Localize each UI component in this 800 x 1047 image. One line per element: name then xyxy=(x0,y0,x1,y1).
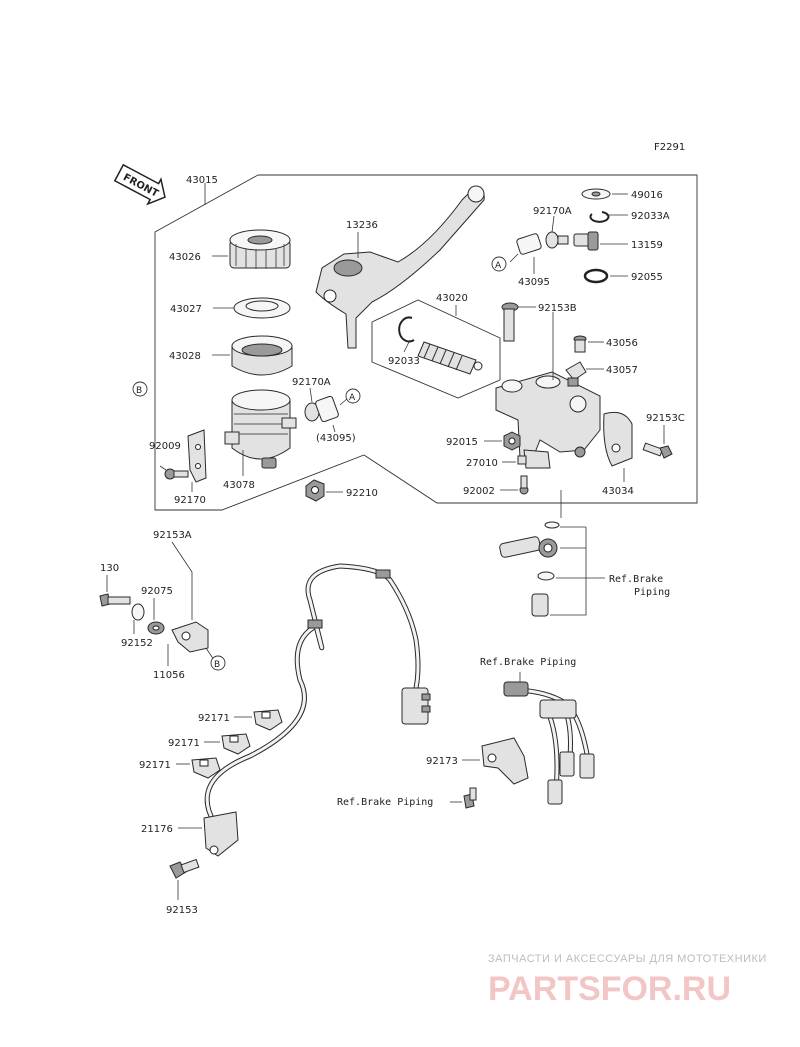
label-130: 130 xyxy=(100,563,119,574)
label-92033: 92033 xyxy=(388,356,420,367)
svg-text:A: A xyxy=(495,261,502,271)
hose-clip-2 xyxy=(221,733,251,755)
grommet xyxy=(305,479,325,502)
reservoir-hose-cap xyxy=(581,188,611,200)
label-92171-2: 92171 xyxy=(168,738,200,749)
label-92170A-mid: 92170A xyxy=(292,377,331,388)
lever-nut xyxy=(503,431,521,451)
label-92055: 92055 xyxy=(631,272,663,283)
hose-fitting xyxy=(573,231,599,251)
label-92015: 92015 xyxy=(446,437,478,448)
reservoir-cap xyxy=(229,229,291,269)
label-43015: 43015 xyxy=(186,175,218,186)
label-43056: 43056 xyxy=(606,338,638,349)
label-43057: 43057 xyxy=(606,365,638,376)
hose-clamp-top xyxy=(516,231,569,255)
svg-text:A: A xyxy=(349,393,356,403)
label-92171-1: 92171 xyxy=(198,713,230,724)
label-13236: 13236 xyxy=(346,220,378,231)
label-43020: 43020 xyxy=(436,293,468,304)
figure-code: F2291 xyxy=(654,142,685,153)
label-27010: 27010 xyxy=(466,458,498,469)
pipe-bracket-bolt xyxy=(463,787,477,809)
piston-kit-frame xyxy=(371,299,501,399)
washer xyxy=(131,603,145,621)
pipe-bracket xyxy=(481,737,529,785)
label-92170A-top: 92170A xyxy=(533,206,572,217)
assembly-frame xyxy=(154,174,698,511)
label-92170: 92170 xyxy=(174,495,206,506)
brake-light-switch xyxy=(517,449,551,469)
sensor-bracket xyxy=(171,621,209,653)
pivot-bolt xyxy=(501,302,519,342)
label-21176: 21176 xyxy=(141,824,173,835)
hose-circlip xyxy=(589,211,610,223)
label-92153A: 92153A xyxy=(153,530,192,541)
reservoir-bracket xyxy=(187,429,207,483)
label-92173: 92173 xyxy=(426,756,458,767)
label-92009: 92009 xyxy=(149,441,181,452)
circlip xyxy=(398,316,415,343)
abs-sensor-lead xyxy=(203,563,431,857)
brake-lever xyxy=(315,185,485,349)
bleeder-cap xyxy=(573,335,587,353)
label-43095-top: 43095 xyxy=(518,277,550,288)
label-92210: 92210 xyxy=(346,488,378,499)
ref-brake-piping-right-line1: Ref.Brake xyxy=(609,574,663,585)
label-43026: 43026 xyxy=(169,252,201,263)
switch-screw xyxy=(519,475,529,495)
master-cylinder-body xyxy=(495,371,601,461)
label-92153B: 92153B xyxy=(538,303,577,314)
ref-brake-piping-mid: Ref.Brake Piping xyxy=(480,657,576,668)
brake-pipe-junction xyxy=(503,681,595,805)
label-92152: 92152 xyxy=(121,638,153,649)
hose-clamp-mid xyxy=(304,395,339,423)
hose-clip-1 xyxy=(253,709,283,731)
sensor-mount-bolt xyxy=(169,858,200,879)
callout-b-left: B xyxy=(132,381,148,397)
watermark-tagline: ЗАПЧАСТИ И АКСЕССУАРЫ ДЛЯ МОТОТЕХНИКИ xyxy=(488,953,767,965)
ref-brake-piping-right-line2: Piping xyxy=(634,587,670,598)
svg-text:B: B xyxy=(214,660,220,670)
label-49016: 49016 xyxy=(631,190,663,201)
piston-kit xyxy=(417,341,483,375)
callout-a-mid: A xyxy=(345,388,361,404)
bleeder-valve xyxy=(565,361,587,387)
label-43028: 43028 xyxy=(169,351,201,362)
clamp-bolt xyxy=(642,442,673,459)
o-ring xyxy=(583,268,609,284)
banjo-fitting xyxy=(499,521,560,617)
label-11056: 11056 xyxy=(153,670,185,681)
label-43034: 43034 xyxy=(602,486,634,497)
callout-a-top: A xyxy=(491,256,507,272)
hose-clip-3 xyxy=(191,757,221,779)
sensor-bolt xyxy=(99,593,131,607)
label-92171-3: 92171 xyxy=(139,760,171,771)
callout-b-bottom: B xyxy=(210,655,226,671)
reservoir-diaphragm xyxy=(231,335,293,376)
ref-brake-piping-left: Ref.Brake Piping xyxy=(337,797,433,808)
bracket-screw xyxy=(164,468,189,480)
label-92153: 92153 xyxy=(166,905,198,916)
svg-text:B: B xyxy=(136,386,142,396)
handlebar-clamp xyxy=(603,411,633,467)
collar xyxy=(147,621,165,635)
watermark-brand: PARTSFOR.RU xyxy=(488,970,731,1008)
label-92033A: 92033A xyxy=(631,211,670,222)
reservoir-body xyxy=(224,389,297,469)
label-43027: 43027 xyxy=(170,304,202,315)
reservoir-plate xyxy=(233,297,291,319)
label-92002: 92002 xyxy=(463,486,495,497)
label-13159: 13159 xyxy=(631,240,663,251)
label-43078: 43078 xyxy=(223,480,255,491)
label-92075: 92075 xyxy=(141,586,173,597)
label-92153C: 92153C xyxy=(646,413,685,424)
front-arrow-icon: FRONT xyxy=(113,163,166,206)
label-43095-paren: (43095) xyxy=(316,433,356,444)
